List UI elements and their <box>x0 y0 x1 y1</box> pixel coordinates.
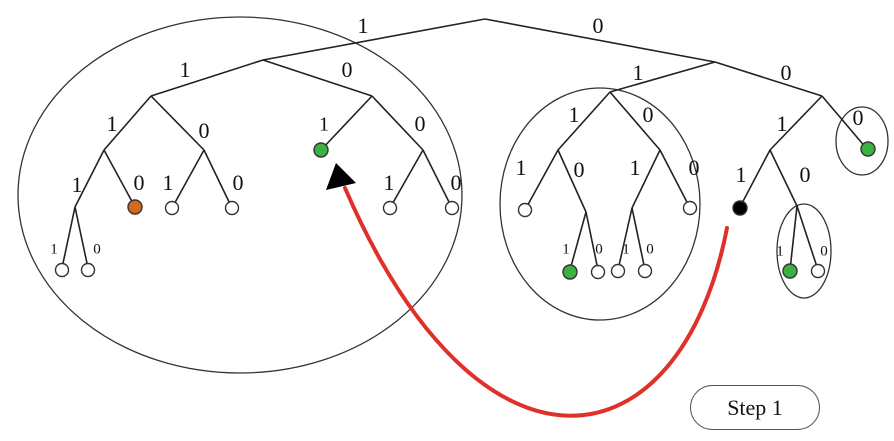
edge-label-zero: 0 <box>643 102 654 127</box>
leaf-node <box>80 262 96 278</box>
edge-label-one: 1 <box>777 111 788 136</box>
tree-edge <box>74 149 105 208</box>
leaf-node <box>610 263 626 279</box>
tree-edge <box>150 95 205 151</box>
tree-edge <box>769 95 823 151</box>
tree-edge <box>617 207 633 271</box>
tree-edge <box>585 211 599 271</box>
edge-label-one: 1 <box>72 172 83 197</box>
tree-edge <box>631 149 661 209</box>
edge-label-zero: 0 <box>593 13 604 38</box>
leaf-node <box>54 262 70 278</box>
leaf-node <box>382 200 398 216</box>
leaf-node <box>810 263 826 279</box>
edge-label-one: 1 <box>630 155 641 180</box>
tree-edge <box>103 95 152 151</box>
tree-edge <box>821 95 868 150</box>
edge-label-one: 1 <box>776 243 784 259</box>
edge-label-one: 1 <box>569 102 580 127</box>
tree-edge <box>609 61 716 93</box>
tree-edge <box>557 149 587 213</box>
edge-label-zero: 0 <box>595 241 603 257</box>
leaf-node-green <box>782 263 798 279</box>
tree-edge <box>739 149 771 208</box>
tree-edge <box>262 18 486 61</box>
tree-edges <box>61 18 868 271</box>
tree-edge <box>557 91 611 151</box>
small-subtree-ellipse <box>776 203 832 299</box>
edge-label-zero: 0 <box>199 118 210 143</box>
tree-edge <box>203 149 233 209</box>
tree-edge <box>796 205 819 271</box>
tree-edge <box>769 149 798 207</box>
leaf-node <box>164 200 180 216</box>
leaf-node-green <box>562 264 578 280</box>
edge-label-zero: 0 <box>93 241 101 257</box>
tree-edge <box>631 207 646 271</box>
edge-label-one: 1 <box>163 170 174 195</box>
single-leaf-ellipse <box>835 106 889 176</box>
edge-label-zero: 0 <box>574 157 585 182</box>
arrowhead-icon <box>326 163 356 190</box>
step-badge: Step 1 <box>690 385 820 430</box>
tree-edge <box>524 149 559 211</box>
edge-label-one: 1 <box>358 13 369 38</box>
tree-edge <box>389 149 424 209</box>
edge-label-one: 1 <box>622 241 630 257</box>
edge-label-zero: 0 <box>800 162 811 187</box>
edge-label-zero: 0 <box>853 105 864 130</box>
tree-edge <box>150 59 264 97</box>
tree-edge <box>714 61 823 97</box>
move-arrow <box>326 163 729 418</box>
edge-label-one: 1 <box>633 60 644 85</box>
edge-label-one: 1 <box>319 114 329 136</box>
edge-label-zero: 0 <box>415 111 426 136</box>
tree-edge <box>320 95 373 151</box>
edge-label-one: 1 <box>50 241 58 257</box>
tree-edge <box>789 205 798 271</box>
tree-edge <box>569 211 587 271</box>
leaf-node-green <box>860 141 876 157</box>
edge-label-one: 1 <box>516 155 527 180</box>
leaf-node-orange <box>127 199 143 215</box>
tree-edge <box>422 149 453 209</box>
edge-label-zero: 0 <box>820 243 828 259</box>
edge-label-one: 1 <box>384 170 395 195</box>
edge-label-zero: 0 <box>233 170 244 195</box>
edge-label-zero: 0 <box>134 170 145 195</box>
edge-label-one: 1 <box>562 241 570 257</box>
leaf-node <box>444 200 460 216</box>
leaf-node <box>224 200 240 216</box>
tree-edge <box>609 91 661 151</box>
tree-edge <box>61 206 76 269</box>
edge-label-zero: 0 <box>646 241 654 257</box>
red-move-curve <box>343 186 729 418</box>
tree-edge <box>103 149 136 208</box>
edge-label-zero: 0 <box>781 60 792 85</box>
leaf-node <box>517 202 533 218</box>
edge-label-zero: 0 <box>689 155 700 180</box>
tree-edge <box>659 149 691 209</box>
tree-edge <box>262 59 373 97</box>
tree-edge <box>74 206 89 269</box>
leaf-node-black <box>732 200 748 216</box>
tree-edge <box>371 95 424 151</box>
leaf-node <box>637 263 653 279</box>
left-subtree-ellipse <box>17 16 463 374</box>
tree-edge <box>484 18 716 63</box>
group-ellipses <box>17 16 889 374</box>
edge-label-one: 1 <box>180 57 191 82</box>
leaf-node-green <box>313 142 329 158</box>
leaf-node <box>682 200 698 216</box>
tree-edge <box>171 149 205 209</box>
edge-label-zero: 0 <box>342 57 353 82</box>
edge-label-one: 1 <box>736 162 747 187</box>
middle-subtree-ellipse <box>499 87 701 321</box>
leaf-nodes <box>54 141 876 280</box>
leaf-node <box>590 264 606 280</box>
edge-label-one: 1 <box>107 111 118 136</box>
edge-label-zero: 0 <box>451 170 462 195</box>
